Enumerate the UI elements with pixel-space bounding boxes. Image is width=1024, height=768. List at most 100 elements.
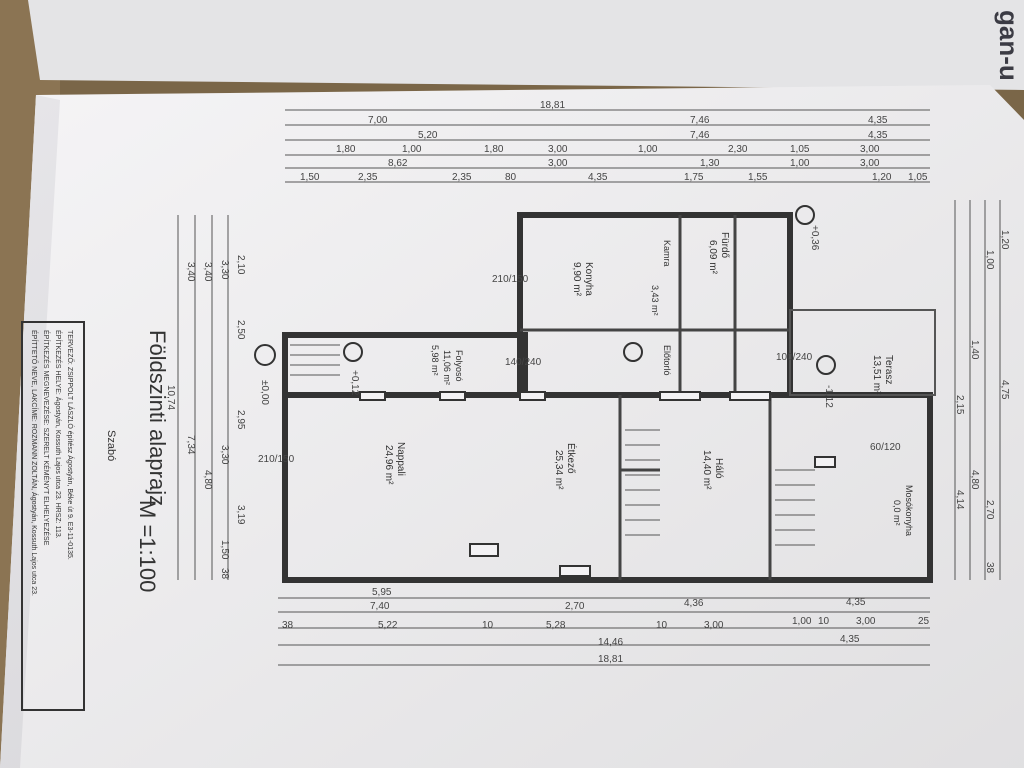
dim-left-6: 7,34 xyxy=(185,435,196,455)
dim-left-5: 10,74 xyxy=(165,385,176,410)
elevation-markers xyxy=(254,205,836,375)
title-line-1: ÉPÍTTETŐ NEVE, LAKCÍME: ROZMANN ZOLTÁN, … xyxy=(30,330,39,596)
top-dim-texts: 18,81 7,00 7,46 4,35 5,20 7,46 4,35 1,80… xyxy=(300,100,928,183)
room-name-elotorlo: Előtorló xyxy=(662,345,672,376)
dim-top-6-5: 1,75 xyxy=(684,172,704,183)
dim-top-4-5: 2,30 xyxy=(728,144,748,155)
plan-scale: M =1:100 xyxy=(135,500,160,592)
dim-top-5-2: 1,30 xyxy=(700,158,720,169)
dim-bot-3-2: 10 xyxy=(482,620,494,631)
plan-title: Földszinti alaprajz xyxy=(145,330,170,506)
room-name-konyha: Konyha xyxy=(583,262,594,296)
room-area-halo: 14,40 m² xyxy=(701,450,712,490)
elev-1: +0,12 xyxy=(349,370,360,396)
opening-label-2: 140/240 xyxy=(505,357,542,368)
bottom-dim-texts: 5,95 2,70 4,36 4,35 7,40 38 5,22 10 5,28… xyxy=(282,587,930,665)
dim-top-5-0: 8,62 xyxy=(388,158,408,169)
room-area-nappali: 24,96 m² xyxy=(383,445,394,485)
dim-bot-3-0: 38 xyxy=(282,620,294,631)
dim-left-7: 2,95 xyxy=(235,410,246,430)
dim-bot-2-0: 7,40 xyxy=(370,601,390,612)
room-labels: Nappali 24,96 m² Étkező 25,34 m² Háló 14… xyxy=(383,232,914,536)
room-name-etkezo: Étkező xyxy=(565,443,578,474)
dim-bot-1-1: 2,70 xyxy=(565,601,585,612)
title-block-frame xyxy=(21,321,85,711)
title-line-4: TERVEZŐ: ZSIPPOLT LÁSZLÓ építész Ágostyá… xyxy=(66,330,75,560)
dim-top-2-2: 4,35 xyxy=(868,115,888,126)
wall-entry xyxy=(282,332,528,398)
dim-top-5-3: 1,00 xyxy=(790,158,810,169)
dim-top-2-0: 7,00 xyxy=(368,115,388,126)
interior-walls xyxy=(520,215,790,580)
title-line-3: ÉPÍTKEZÉS HELYE: Ágostyán, Kossuth Lajos… xyxy=(54,330,63,539)
bottom-dim-lines xyxy=(278,597,930,666)
room-area-mosokonyha: 0,0 m² xyxy=(892,500,902,526)
room-name-halo: Háló xyxy=(713,458,724,479)
dim-top-4-0: 1,80 xyxy=(336,144,356,155)
room-area-folyoso: 11,06 m² xyxy=(442,350,452,385)
room-name-kamra: Kamra xyxy=(662,240,672,267)
opening-label-1: 210/150 xyxy=(258,454,295,465)
dim-left-0: 2,10 xyxy=(235,255,246,275)
opening-label-3: 100/240 xyxy=(776,352,813,363)
dim-bot-3-9: 25 xyxy=(918,616,930,627)
corner-watermark: gan-u xyxy=(994,10,1024,81)
dim-bot-3-1: 5,22 xyxy=(378,620,398,631)
dim-right-3: 2,15 xyxy=(954,395,965,415)
wall-north-block xyxy=(517,212,793,398)
right-dim-texts: 1,20 1,00 1,40 2,15 4,75 4,80 4,14 2,70 … xyxy=(954,230,1010,574)
title-block: ÉPÍTTETŐ NEVE, LAKCÍME: ROZMANN ZOLTÁN, … xyxy=(21,321,85,711)
terrace-outline xyxy=(789,309,936,396)
dim-top-total: 18,81 xyxy=(540,100,565,111)
room-name-furdo: Fürdő xyxy=(719,232,730,259)
dim-top-4-2: 1,80 xyxy=(484,144,504,155)
dim-left-12: 38 xyxy=(219,568,230,580)
top-dim-lines xyxy=(285,109,930,183)
dim-top-6-7: 1,20 xyxy=(872,172,892,183)
dim-top-5-4: 3,00 xyxy=(860,158,880,169)
dim-right-2: 1,40 xyxy=(969,340,980,360)
dim-top-6-8: 1,05 xyxy=(908,172,928,183)
dim-right-0: 1,20 xyxy=(999,230,1010,250)
dim-top-6-3: 80 xyxy=(505,172,517,183)
dim-bot-1-3: 4,35 xyxy=(846,597,866,608)
dim-bot-3-3: 5,28 xyxy=(546,620,566,631)
dim-top-6-2: 2,35 xyxy=(452,172,472,183)
room-area-kamra: 3,43 m² xyxy=(650,285,660,316)
dim-bot-4-0: 14,46 xyxy=(598,637,623,648)
dim-right-1: 1,00 xyxy=(984,250,995,270)
dim-bot-1-2: 4,36 xyxy=(684,598,704,609)
dim-top-6-1: 2,35 xyxy=(358,172,378,183)
dim-top-6-4: 4,35 xyxy=(588,172,608,183)
dim-top-3-1: 7,46 xyxy=(690,130,710,141)
dim-top-6-6: 1,55 xyxy=(748,172,768,183)
dim-left-11: 1,50 xyxy=(219,540,230,560)
dim-left-3: 3,40 xyxy=(185,262,196,282)
dim-right-4: 4,75 xyxy=(999,380,1010,400)
dim-top-3-0: 5,20 xyxy=(418,130,438,141)
dim-right-5: 4,80 xyxy=(969,470,980,490)
dim-bot-3-5: 3,00 xyxy=(704,620,724,631)
paper-shading xyxy=(0,85,1024,768)
elev-2: +0,36 xyxy=(809,225,820,251)
dim-right-8: 38 xyxy=(984,562,995,574)
left-dim-texts: 2,10 3,30 3,40 3,40 2,50 10,74 7,34 2,95… xyxy=(165,255,246,580)
elev-0: ±0,00 xyxy=(259,380,270,405)
windows xyxy=(359,391,836,577)
dim-left-1: 3,30 xyxy=(219,260,230,280)
signature: Szabó xyxy=(105,430,117,461)
room-area-etkezo: 25,34 m² xyxy=(553,450,564,490)
opening-label-0: 210/150 xyxy=(492,274,529,285)
dim-left-4: 2,50 xyxy=(235,320,246,340)
room-name-terasz: Terasz xyxy=(883,355,894,384)
walls xyxy=(282,212,933,583)
room-name-folyoso: Folyosó xyxy=(454,350,464,382)
room-area-terasz: 13,51 m² xyxy=(871,355,882,395)
dim-top-4-7: 3,00 xyxy=(860,144,880,155)
dim-top-4-4: 1,00 xyxy=(638,144,658,155)
dim-left-2: 3,40 xyxy=(202,262,213,282)
room-name-nappali: Nappali xyxy=(395,442,406,476)
opening-label-4: 60/120 xyxy=(870,442,901,453)
dim-bot-3-7: 10 xyxy=(818,616,830,627)
dim-top-4-1: 1,00 xyxy=(402,144,422,155)
